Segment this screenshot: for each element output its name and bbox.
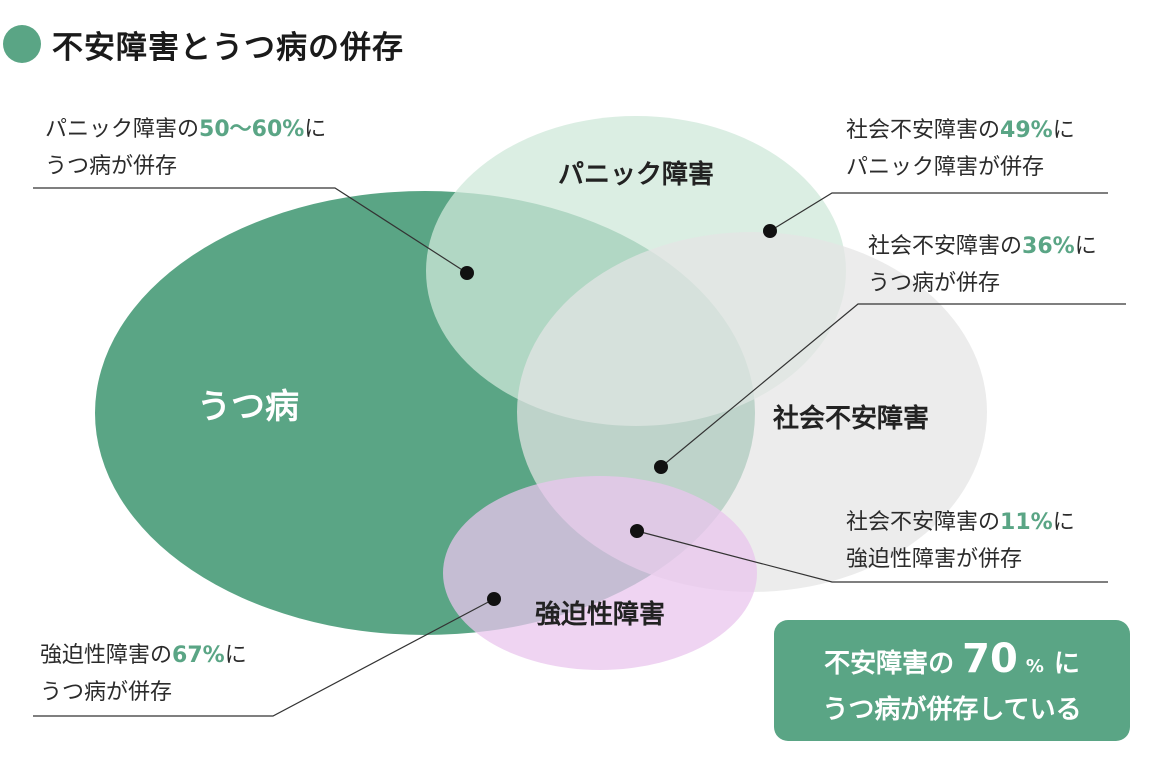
note-social-ocd: 社会不安障害の11%に 強迫性障害が併存: [846, 504, 1075, 578]
note-text: に: [1074, 234, 1097, 259]
ocd-label: 強迫性障害: [535, 599, 665, 630]
panic-label: パニック障害: [558, 159, 714, 190]
note-text: パニック障害の: [45, 117, 200, 142]
note-value: 67%: [172, 643, 225, 668]
note-text: 社会不安障害の: [846, 510, 1001, 535]
note-social-panic: 社会不安障害の49%に パニック障害が併存: [846, 112, 1075, 186]
note-text: 強迫性障害の: [40, 643, 173, 668]
note-text: 社会不安障害の: [868, 234, 1023, 259]
note-line2: うつ病が併存: [868, 271, 1001, 296]
note-value: 49%: [1000, 118, 1053, 143]
note-line1: 強迫性障害の67%に: [40, 637, 247, 674]
note-line2: うつ病が併存: [40, 680, 173, 705]
note-panic-depression: パニック障害の50〜60%に うつ病が併存: [45, 111, 326, 185]
note-line1: 社会不安障害の49%に: [846, 112, 1075, 149]
leader-line-social-panic: [769, 192, 1108, 232]
note-line2: 強迫性障害が併存: [846, 547, 1023, 572]
note-value: 36%: [1022, 234, 1075, 259]
summary-text: 不安障害の: [824, 649, 955, 679]
ocd-circle: [443, 476, 757, 670]
note-text: 社会不安障害の: [846, 118, 1001, 143]
leader-line-social-depression: [660, 303, 1126, 468]
social-anxiety-label: 社会不安障害: [773, 403, 929, 434]
note-text: に: [1052, 118, 1075, 143]
page-title: 不安障害とうつ病の併存: [52, 30, 404, 66]
leader-line-social-ocd: [636, 530, 1108, 583]
marker-dot-social-ocd: [630, 524, 644, 538]
note-line2: パニック障害が併存: [846, 155, 1045, 180]
note-line1: 社会不安障害の11%に: [846, 504, 1075, 541]
depression-label: うつ病: [197, 387, 299, 427]
leader-line-ocd-depression: [33, 598, 495, 717]
marker-dot-ocd-depression: [487, 592, 501, 606]
note-value: 11%: [1000, 510, 1053, 535]
leader-line-panic-depression: [33, 187, 468, 274]
summary-unit: %: [1025, 656, 1044, 677]
note-line1: パニック障害の50〜60%に: [45, 111, 326, 148]
summary-value: 70: [962, 636, 1018, 682]
note-text: に: [1052, 510, 1075, 535]
marker-dot-social-depression: [654, 460, 668, 474]
note-text: に: [304, 117, 327, 142]
note-line2: うつ病が併存: [45, 154, 178, 179]
marker-dot-panic-depression: [460, 266, 474, 280]
marker-dot-social-panic: [763, 224, 777, 238]
note-social-depression: 社会不安障害の36%に うつ病が併存: [868, 228, 1097, 302]
note-text: に: [224, 643, 247, 668]
summary-line2: うつ病が併存している: [822, 695, 1082, 725]
summary-text: に: [1053, 649, 1080, 679]
note-value: 50〜60%: [199, 117, 305, 142]
note-line1: 社会不安障害の36%に: [868, 228, 1097, 265]
note-ocd-depression: 強迫性障害の67%に うつ病が併存: [40, 637, 247, 711]
title-bullet-icon: [3, 25, 41, 63]
